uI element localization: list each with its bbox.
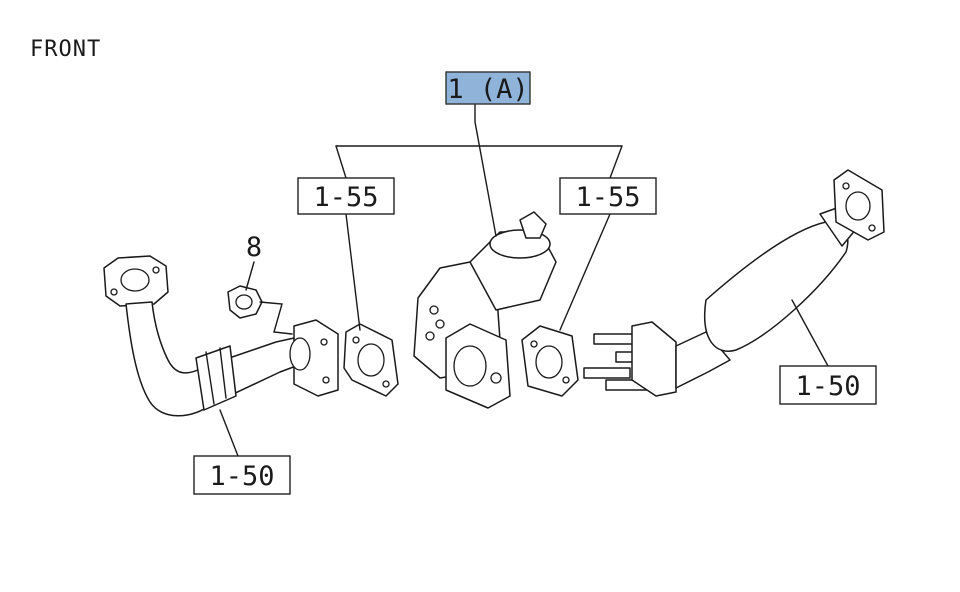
- nut-part[interactable]: [227, 285, 263, 319]
- callout-pipe-rear-label: 1-50: [795, 371, 860, 402]
- gasket-right[interactable]: [521, 325, 579, 397]
- callout-pipe-rear[interactable]: 1-50: [779, 365, 877, 405]
- callout-nut-label: 8: [246, 232, 262, 263]
- front-orientation-label: FRONT: [30, 37, 101, 62]
- callout-gasket-right-label: 1-55: [575, 182, 640, 213]
- callout-selected-label: 1 (A): [447, 74, 528, 105]
- front-exhaust-pipe[interactable]: [103, 255, 339, 417]
- callout-gasket-left-label: 1-55: [313, 182, 378, 213]
- rear-exhaust-pipe[interactable]: [631, 169, 885, 397]
- nut-leader-line: [259, 301, 293, 335]
- catalytic-converter-assembly[interactable]: [413, 211, 557, 409]
- callout-selected[interactable]: 1 (A): [445, 71, 531, 105]
- callout-gasket-right[interactable]: 1-55: [559, 177, 657, 215]
- callout-pipe-front[interactable]: 1-50: [193, 455, 291, 495]
- callout-pipe-front-label: 1-50: [209, 461, 274, 492]
- callout-gasket-left[interactable]: 1-55: [297, 177, 395, 215]
- gasket-left[interactable]: [343, 323, 399, 397]
- callout-nut[interactable]: 8: [246, 232, 262, 263]
- leader-lines: [219, 103, 829, 457]
